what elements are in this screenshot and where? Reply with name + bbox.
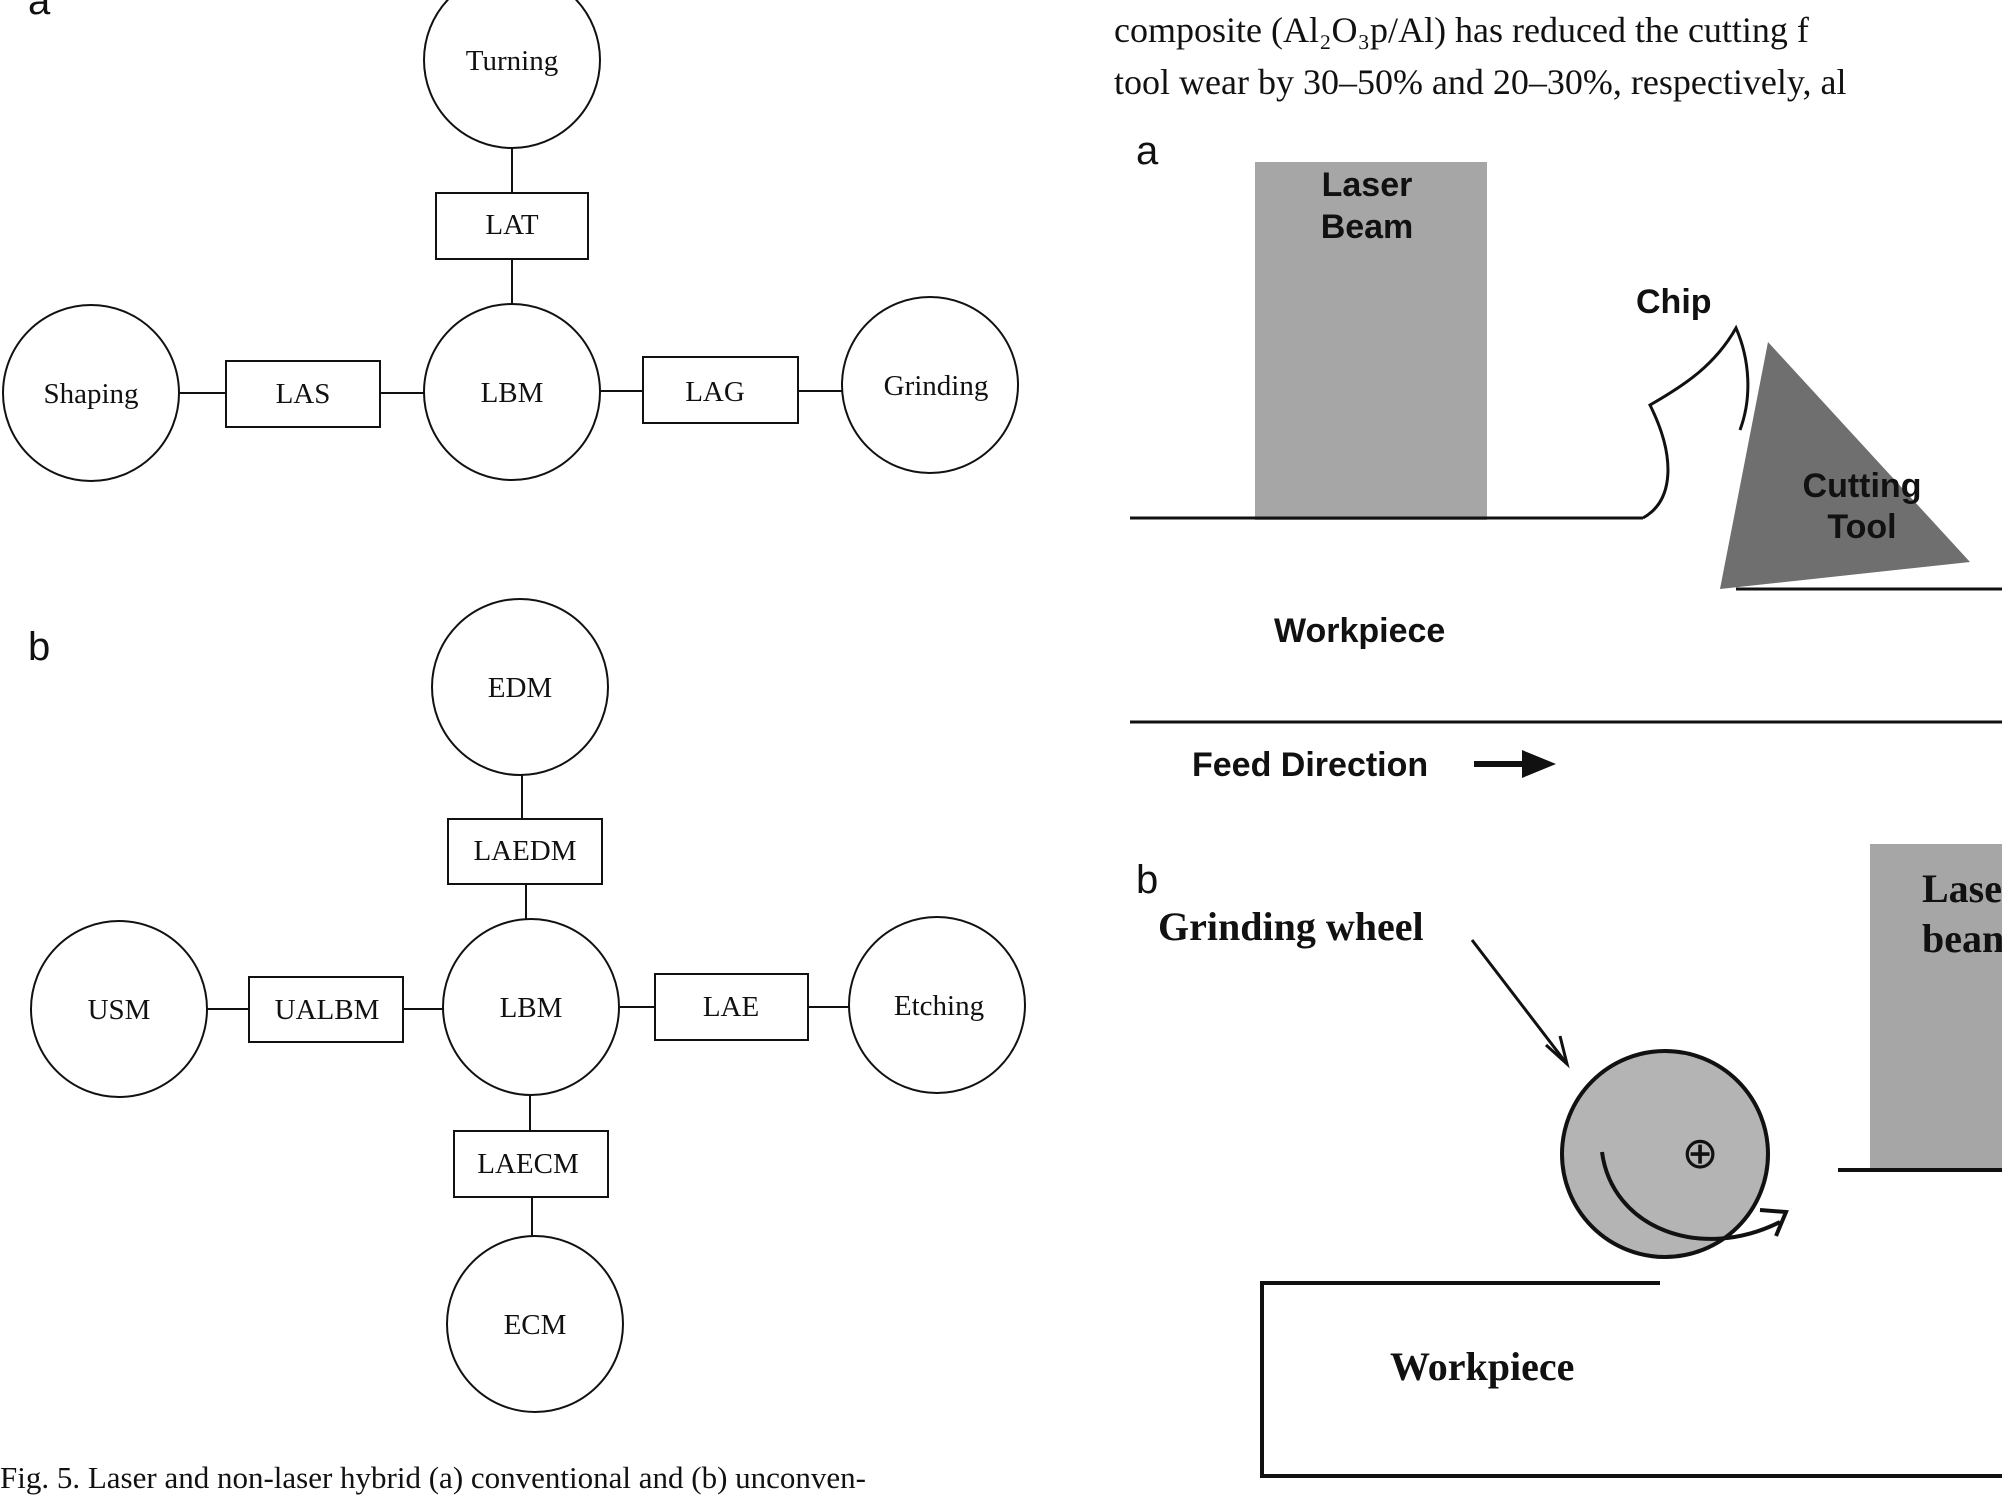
link-box-las-label: LAS — [276, 378, 331, 410]
link-box-lat — [435, 192, 589, 260]
node-shaping-label: Shaping — [43, 378, 138, 410]
link-box-lag-label: LAG — [685, 376, 745, 408]
diagram-panel-b: b EDM LAEDM LBM USM UALBM LAE Etching LA… — [28, 598, 1026, 1413]
chip-curl — [1642, 324, 1750, 520]
node-lbm-label: LBM — [481, 377, 544, 409]
rotation-arrow-icon — [1600, 1151, 1789, 1241]
cutting-tool-label-line-1: Cutting — [1803, 467, 1922, 505]
laser-beam-block — [1255, 162, 1487, 520]
node-edm-label: EDM — [488, 672, 552, 704]
link-box-laedm — [447, 818, 603, 885]
wheel-center-icon: ⊕ — [1682, 1128, 1719, 1179]
laser-beam-label-line-2: Beam — [1321, 208, 1414, 246]
link-box-lae — [654, 973, 809, 1041]
node-ecm — [446, 1235, 624, 1413]
workpiece-label: Workpiece — [1390, 1344, 1574, 1389]
cutting-tool-triangle — [1720, 342, 1970, 589]
grinding-wheel — [1560, 1049, 1770, 1259]
node-turning-label: Turning — [466, 45, 558, 77]
node-lbm — [442, 918, 620, 1096]
node-lbm-label: LBM — [500, 992, 563, 1024]
feed-direction-label: Feed Direction — [1192, 746, 1428, 784]
workpiece-outline — [1260, 1281, 2002, 1478]
chip-label: Chip — [1636, 283, 1712, 321]
link-box-laecm-label: LAECM — [477, 1148, 579, 1180]
laser-turning-schematic: a Laser Beam Chip Cutting Tool Workpiece… — [1130, 129, 2002, 784]
panel-letter-b: b — [1136, 858, 1158, 902]
link-box-ualbm-label: UALBM — [275, 994, 380, 1026]
link-box-lat-label: LAT — [485, 209, 538, 241]
figure-caption: Fig. 5. Laser and non-laser hybrid (a) c… — [0, 1460, 866, 1495]
node-turning — [423, 0, 601, 149]
cutting-tool-label-line-2: Tool — [1827, 508, 1896, 546]
link-box-lag — [642, 356, 799, 424]
node-usm — [30, 920, 208, 1098]
link-box-laedm-label: LAEDM — [473, 835, 576, 867]
node-etching — [848, 916, 1026, 1094]
node-etching-label: Etching — [894, 990, 984, 1022]
workpiece-label: Workpiece — [1274, 612, 1445, 650]
node-edm — [431, 598, 609, 776]
panel-letter-a: a — [1136, 129, 1159, 173]
body-text-line-2: tool wear by 30–50% and 20–30%, respecti… — [1114, 62, 1846, 102]
panel-letter-a: a — [28, 0, 51, 23]
diagram-panel-a: a Turning LAT LBM Shaping LAS LAG Grindi… — [2, 0, 1019, 482]
panel-letter-b: b — [28, 625, 50, 669]
pointer-arrow-icon — [1470, 939, 1570, 1069]
node-grinding-label: Grinding — [884, 370, 989, 402]
grinding-wheel-label: Grinding wheel — [1158, 904, 1424, 949]
link-box-lae-label: LAE — [703, 991, 759, 1023]
body-text-line-1: composite (Al₂O₃p/Al) has reduced the cu… — [1114, 10, 1809, 50]
node-lbm — [423, 303, 601, 481]
laser-beam-label-line-1: Lase — [1922, 866, 2002, 911]
node-grinding — [841, 296, 1019, 474]
laser-beam-label-line-2: bean — [1922, 916, 2002, 961]
laser-beam-label-line-1: Laser — [1322, 166, 1413, 204]
link-box-las — [225, 360, 381, 428]
laser-grinding-schematic: b Grinding wheel Lase bean ⊕ Workpiece — [1136, 844, 2002, 1478]
feed-direction-arrow-icon — [1474, 750, 1556, 778]
laser-beam-block — [1870, 844, 2002, 1169]
node-ecm-label: ECM — [504, 1309, 567, 1341]
link-box-laecm — [453, 1130, 609, 1198]
node-usm-label: USM — [88, 994, 151, 1026]
node-shaping — [2, 304, 180, 482]
link-box-ualbm — [248, 976, 404, 1043]
